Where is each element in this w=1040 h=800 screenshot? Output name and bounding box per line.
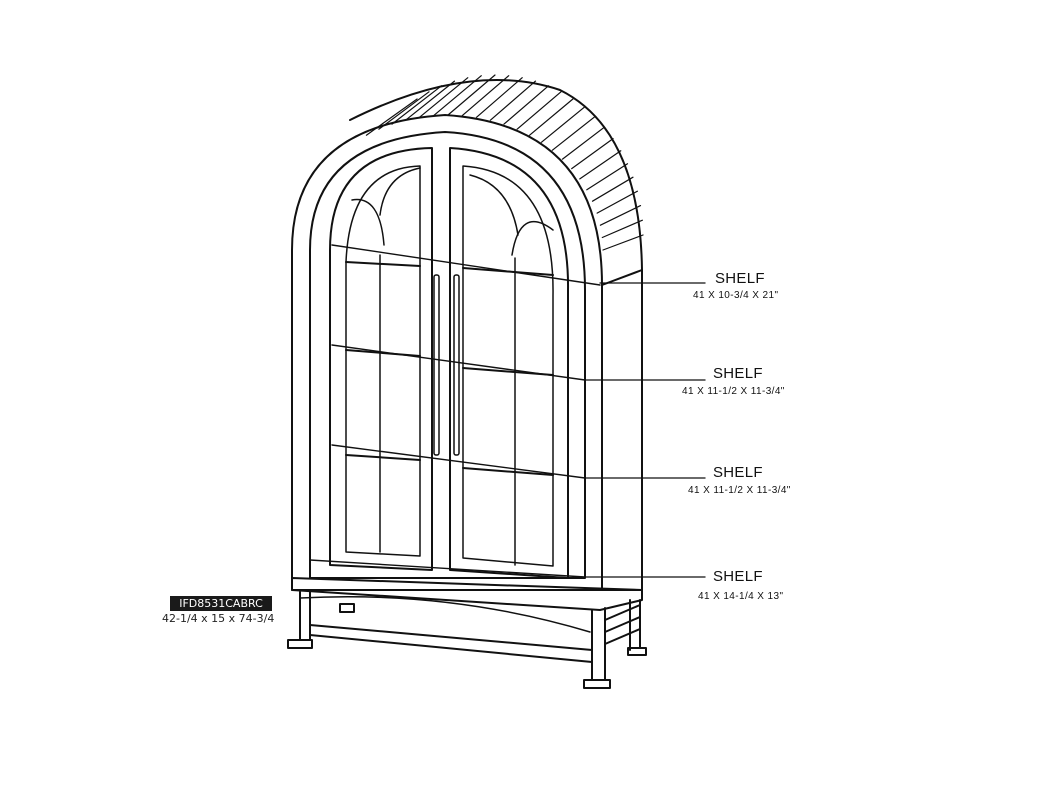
roof-rib — [586, 163, 629, 191]
roof-rib — [418, 77, 469, 118]
roof-rib — [405, 80, 456, 121]
roof-rib — [540, 106, 585, 143]
roof-rib — [591, 176, 634, 202]
cabinet-front-frame — [291, 114, 603, 591]
callout-leader-lines — [584, 282, 706, 578]
shelf-3-size: 41 X 11-1/2 X 11-3/4" — [688, 485, 791, 496]
shelf-2-size: 41 X 11-1/2 X 11-3/4" — [682, 386, 785, 397]
roof-rib — [475, 77, 523, 118]
product-code-badge: IFD8531CABRC — [170, 596, 272, 611]
shelf-2-title: SHELF — [713, 365, 763, 382]
shelf-4-size: 41 X 14-1/4 X 13" — [698, 591, 784, 602]
roof-rib — [602, 234, 644, 251]
roof-rib — [447, 74, 496, 116]
roof-rib — [596, 190, 639, 214]
roof-rib — [378, 91, 430, 130]
shelf-3-title: SHELF — [713, 464, 763, 481]
cabinet-base-stand — [287, 577, 647, 689]
roof-rib — [503, 85, 550, 125]
roof-rib — [571, 138, 614, 170]
cabinet-side-panel — [601, 269, 643, 591]
roof-rib — [551, 116, 596, 151]
roof-rib — [561, 126, 606, 160]
roof-rib — [516, 91, 562, 130]
roof-rib — [489, 80, 537, 121]
roof-rib — [391, 85, 443, 125]
product-dimensions: 42-1/4 x 15 x 74-3/4 — [162, 612, 275, 625]
arched-roof-ribs — [349, 74, 644, 271]
roof-rib — [579, 150, 622, 180]
interior-shelves — [309, 244, 601, 578]
roof-rib — [601, 219, 644, 239]
shelf-4-title: SHELF — [713, 568, 763, 585]
shelf-1-title: SHELF — [715, 270, 765, 287]
roof-rib — [461, 75, 510, 117]
roof-rib — [528, 98, 574, 136]
shelf-1-size: 41 X 10-3/4 X 21" — [693, 290, 779, 301]
roof-rib — [599, 205, 642, 226]
left-door — [329, 147, 440, 571]
roof-rib — [433, 75, 482, 117]
right-door — [449, 147, 570, 579]
